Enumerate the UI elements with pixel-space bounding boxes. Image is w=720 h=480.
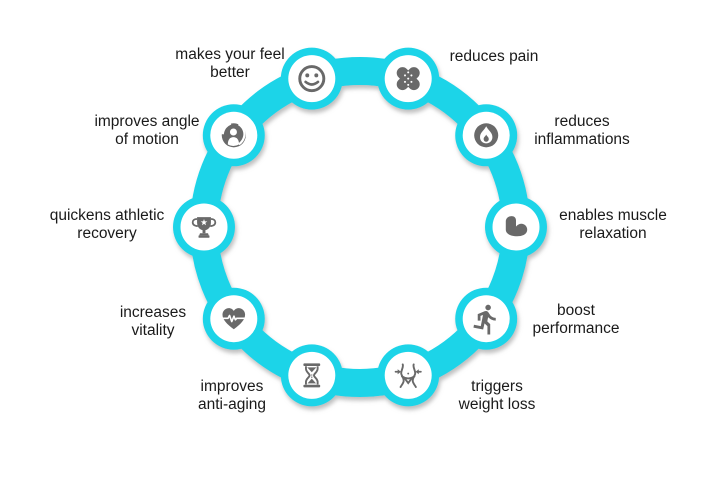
label-line: inflammations [534, 131, 630, 148]
label-line: recovery [77, 225, 137, 242]
label-line: performance [532, 320, 620, 337]
label-line: enables muscle [559, 207, 667, 224]
label-crossed-bandages: reduces pain [450, 48, 539, 66]
label-line: improves [200, 378, 264, 395]
node-face-waist [384, 351, 432, 399]
label-line: anti-aging [197, 396, 267, 413]
flame-icon [474, 123, 499, 148]
rotation-figure-icon [220, 122, 247, 149]
label-line: triggers [471, 378, 523, 395]
label-line: reduces pain [449, 48, 539, 65]
label-line: of motion [115, 131, 179, 148]
label-line: increases [119, 304, 187, 321]
label-line: weight loss [458, 396, 536, 413]
label-line: reduces [554, 113, 610, 130]
node-group [180, 55, 540, 399]
label-line: makes your feel [175, 46, 285, 63]
node-face-smiley-face [288, 55, 336, 103]
label-line: boost [557, 302, 595, 319]
label-line: better [210, 64, 250, 81]
cycle-ring-group [173, 47, 547, 407]
label-line: vitality [131, 322, 175, 339]
label-line: relaxation [579, 225, 647, 242]
label-line: improves angle [94, 113, 200, 130]
label-line: quickens athletic [49, 207, 165, 224]
